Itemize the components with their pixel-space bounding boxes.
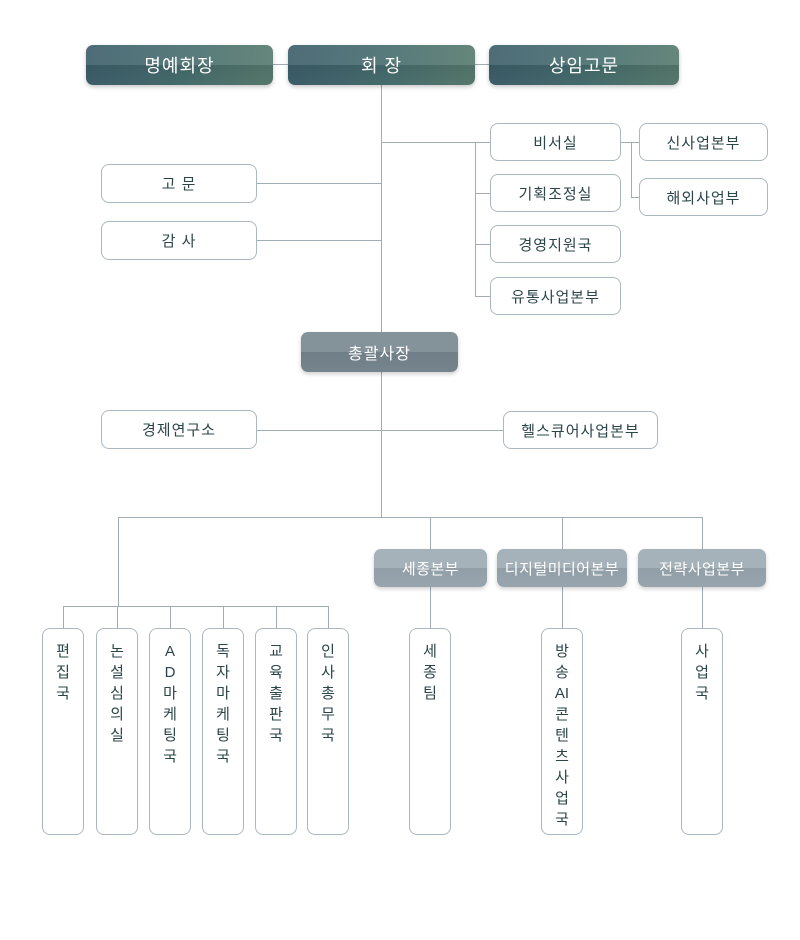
node-economic-research: 경제연구소 [101, 410, 257, 449]
connector [117, 606, 118, 628]
node-label: 기획조정실 [518, 185, 593, 203]
connector [381, 142, 490, 143]
node-label: 명예회장 [144, 56, 215, 76]
node-business-bureau: 사 업 국 [681, 628, 723, 835]
node-label: A D 마 케 팅 국 [163, 643, 177, 765]
node-overseas-business: 해외사업부 [639, 178, 768, 216]
node-digital-media-hq: 디지털미디어본부 [497, 549, 627, 587]
connector [118, 517, 119, 606]
node-management-support: 경영지원국 [490, 225, 621, 263]
node-sejong-hq: 세종본부 [374, 549, 487, 587]
connector [63, 606, 328, 607]
node-ad-marketing-bureau: A D 마 케 팅 국 [149, 628, 191, 835]
node-strategic-business-hq: 전략사업본부 [638, 549, 766, 587]
node-label: 사 업 국 [695, 643, 709, 702]
node-label: 세종본부 [401, 560, 460, 578]
node-label: 논 설 심 의 실 [110, 643, 124, 744]
connector [631, 142, 632, 197]
node-label: 경제연구소 [141, 422, 216, 439]
node-label: 세 종 팀 [423, 643, 437, 702]
node-broadcast-ai-contents-bureau: 방 송 AI 콘 텐 츠 사 업 국 [541, 628, 583, 835]
node-sejong-team: 세 종 팀 [409, 628, 451, 835]
connector [257, 240, 381, 241]
node-label: 회 장 [360, 56, 403, 76]
node-label: 디지털미디어본부 [504, 560, 620, 578]
connector [430, 517, 431, 549]
node-new-business: 신사업본부 [639, 123, 768, 161]
node-distribution-business: 유통사업본부 [490, 277, 621, 315]
connector [118, 517, 703, 518]
node-label: 교 육 출 판 국 [269, 643, 283, 744]
node-standing-advisor: 상임고문 [489, 45, 679, 85]
connector [381, 430, 503, 431]
node-chairman: 회 장 [288, 45, 475, 85]
connector [475, 244, 490, 245]
node-reader-marketing-bureau: 독 자 마 케 팅 국 [202, 628, 244, 835]
node-label: 총괄사장 [348, 346, 411, 363]
connector [562, 517, 563, 549]
connector [328, 606, 329, 628]
connector [63, 606, 64, 628]
node-label: 유통사업본부 [511, 288, 600, 306]
connector [257, 183, 381, 184]
connector [276, 606, 277, 628]
node-auditor: 감 사 [101, 221, 257, 260]
connector [430, 587, 431, 628]
node-label: 해외사업부 [666, 189, 741, 207]
node-hr-general-affairs-bureau: 인 사 총 무 국 [307, 628, 349, 835]
connector [475, 296, 490, 297]
node-education-publishing-bureau: 교 육 출 판 국 [255, 628, 297, 835]
node-label: 비서실 [533, 134, 578, 152]
node-advisor: 고 문 [101, 164, 257, 203]
node-label: 감 사 [161, 233, 197, 250]
connector [273, 64, 288, 65]
node-honorary-chairman: 명예회장 [86, 45, 273, 85]
node-label: 헬스큐어사업본부 [521, 422, 640, 440]
connector [475, 142, 476, 296]
connector [223, 606, 224, 628]
node-secretariat: 비서실 [490, 123, 621, 161]
node-president: 총괄사장 [301, 332, 458, 372]
node-label: 인 사 총 무 국 [321, 643, 335, 744]
node-label: 전략사업본부 [659, 560, 745, 578]
node-label: 신사업본부 [666, 134, 741, 152]
connector [631, 197, 639, 198]
connector [381, 85, 382, 332]
connector [475, 193, 490, 194]
connector [257, 430, 381, 431]
connector [621, 142, 639, 143]
connector [562, 587, 563, 628]
node-label: 고 문 [161, 176, 197, 193]
connector [170, 606, 171, 628]
node-editorial-bureau: 편 집 국 [42, 628, 84, 835]
connector [702, 587, 703, 628]
node-label: 편 집 국 [56, 643, 70, 702]
node-label: 독 자 마 케 팅 국 [216, 643, 230, 765]
node-label: 상임고문 [548, 56, 620, 76]
node-planning-coordination: 기획조정실 [490, 174, 621, 212]
node-label: 방 송 AI 콘 텐 츠 사 업 국 [554, 643, 570, 828]
node-editorial-review-office: 논 설 심 의 실 [96, 628, 138, 835]
node-healthcure-business: 헬스큐어사업본부 [503, 411, 658, 449]
node-label: 경영지원국 [518, 236, 593, 254]
connector [381, 372, 382, 517]
connector [702, 517, 703, 549]
connector [475, 64, 489, 65]
